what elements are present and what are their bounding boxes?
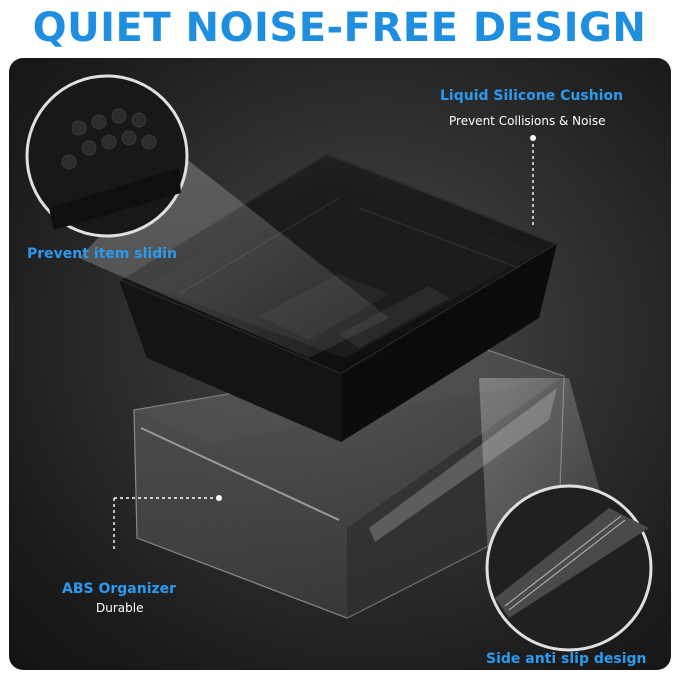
zoom-circle-top-left — [25, 74, 189, 238]
cushion-subtitle: Prevent Collisions & Noise — [449, 114, 606, 128]
slide-title: Prevent item slidin — [27, 246, 177, 262]
product-illustration — [25, 74, 653, 652]
cushion-title: Liquid Silicone Cushion — [440, 88, 624, 104]
callout-lines — [113, 138, 534, 552]
zoom-circle-bottom-right — [485, 484, 653, 652]
abs-subtitle: Durable — [96, 601, 144, 615]
product-panel: Liquid Silicone Cushion Prevent Collisio… — [9, 58, 671, 670]
abs-title: ABS Organizer — [62, 581, 177, 597]
headline: QUIET NOISE-FREE DESIGN — [32, 5, 647, 51]
antislip-title: Side anti slip design — [486, 651, 647, 667]
